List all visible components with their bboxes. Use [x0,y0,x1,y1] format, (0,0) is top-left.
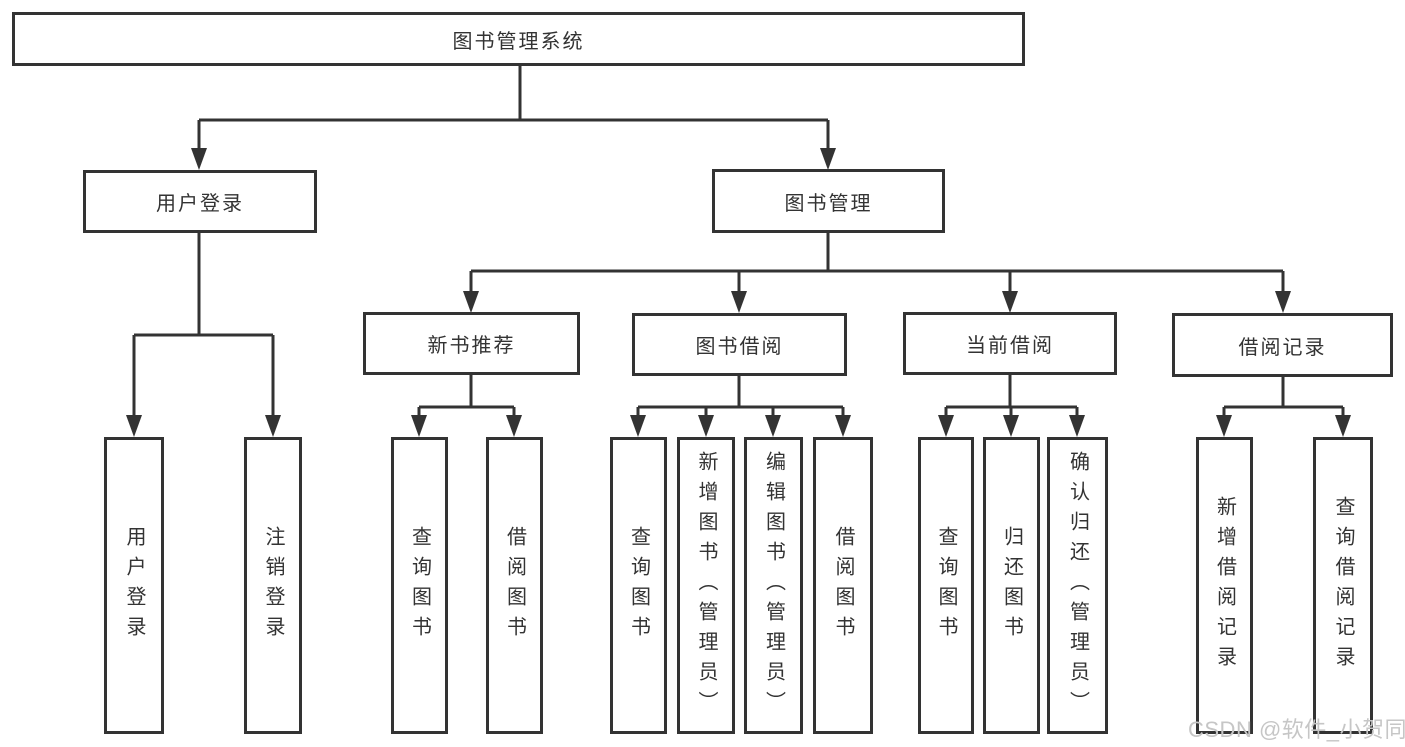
node-label: 图书借阅 [695,336,784,358]
arrowhead [938,415,954,437]
node-label: 查询图书 [408,525,431,646]
arrowhead [765,415,781,437]
arrowhead [835,415,851,437]
node-label: 借阅图书 [503,525,526,646]
node-label: 新书推荐 [427,335,516,357]
leaf-query-books-2: 查询图书 [610,437,667,734]
node-label: 查询图书 [627,525,650,646]
node-label: 用户登录 [156,193,244,215]
arrowhead [411,415,427,437]
arrowhead [1069,415,1085,437]
edge-newbook-to-leaves [417,375,516,416]
leaf-borrow-books-1: 借阅图书 [486,437,543,734]
leaf-add-book-admin: 新增图书（管理员） [677,437,735,734]
leaf-add-borrow-record: 新增借阅记录 [1196,437,1253,734]
leaf-query-books-1: 查询图书 [391,437,448,734]
arrowhead [463,291,479,313]
arrowhead [630,415,646,437]
node-label: 查询借阅记录 [1332,495,1354,676]
node-label: 确认归还（管理员） [1066,450,1089,721]
node-label: 编辑图书（管理员） [762,450,785,721]
arrowhead [1002,291,1018,313]
node-book-borrowing: 图书借阅 [632,313,847,376]
node-label: 用户登录 [123,525,145,646]
node-label: 借阅图书 [832,525,854,646]
node-label: 归还图书 [1000,525,1023,646]
csdn-watermark: CSDN @软件_小贺同学 [1188,717,1405,742]
arrowhead [1275,291,1291,313]
edge-currentborrow-to-leaves [944,375,1079,416]
node-user-login: 用户登录 [83,170,317,233]
arrowheads [126,148,1351,437]
node-label: 当前借阅 [966,335,1054,357]
edge-bookmgmt-to-level3 [469,233,1285,292]
arrowhead [265,415,281,437]
arrowhead [126,415,142,437]
arrowhead [1335,415,1351,437]
node-borrow-records: 借阅记录 [1172,313,1393,377]
arrowhead [191,148,207,170]
node-label: 图书管理 [784,192,873,215]
node-label: 新增借阅记录 [1213,495,1236,676]
arrowhead [506,415,522,437]
arrowhead [1003,415,1019,437]
node-label: 图书管理系统 [452,30,585,53]
arrowhead [731,291,747,313]
arrowhead [820,148,836,170]
edge-userlogin-to-leaves [132,233,275,416]
leaf-query-borrow-record: 查询借阅记录 [1313,437,1373,734]
leaf-borrow-books-2: 借阅图书 [813,437,873,734]
node-new-book-recommend: 新书推荐 [363,312,580,375]
node-label: 查询图书 [935,525,957,646]
edge-borrowrecords-to-leaves [1222,377,1345,416]
edge-bookborrow-to-leaves [636,376,845,416]
arrowhead [698,415,714,437]
arrowhead [1216,415,1232,437]
leaf-return-book: 归还图书 [983,437,1040,734]
edge-root-to-level2 [197,66,830,150]
leaf-query-books-3: 查询图书 [918,437,974,734]
leaf-logout: 注销登录 [244,437,302,734]
leaf-confirm-return-admin: 确认归还（管理员） [1047,437,1108,734]
leaf-user-login: 用户登录 [104,437,164,734]
node-current-borrowing: 当前借阅 [903,312,1117,375]
leaf-edit-book-admin: 编辑图书（管理员） [744,437,803,734]
node-label: 注销登录 [262,525,284,646]
node-label: 借阅记录 [1238,336,1327,359]
node-root: 图书管理系统 [12,12,1025,66]
node-book-management: 图书管理 [712,169,945,233]
node-label: 新增图书（管理员） [695,450,717,721]
